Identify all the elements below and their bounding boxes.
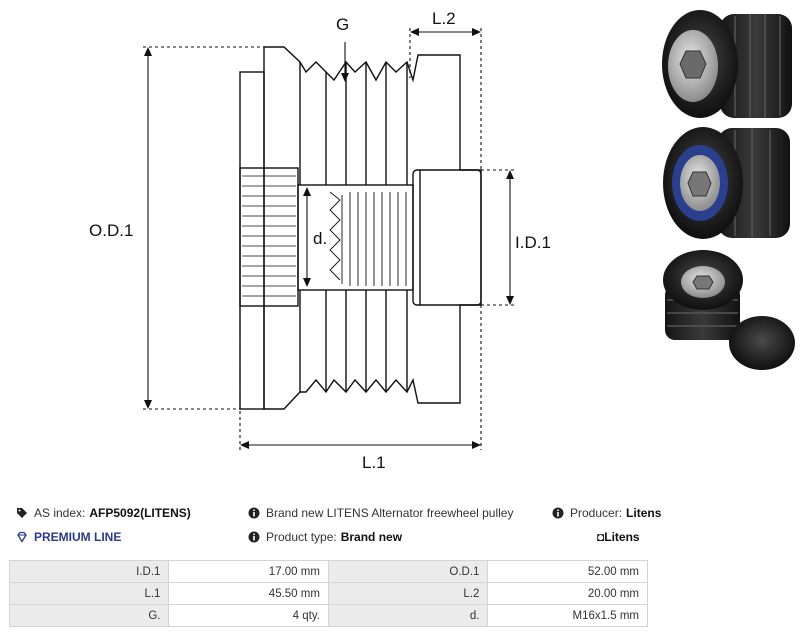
tags-icon <box>17 508 27 518</box>
brand-logo: ◘Litens <box>597 530 640 544</box>
brand-logo-mark-icon: ◘ <box>597 530 605 544</box>
spec-label: I.D.1 <box>8 560 170 583</box>
spec-value: M16x1.5 mm <box>487 604 648 627</box>
product-photo-2 <box>663 127 790 239</box>
label-g: G <box>336 15 349 34</box>
as-index-row: AS index: AFP5092(LITENS) <box>16 506 191 520</box>
premium-row: PREMIUM LINE <box>16 530 121 544</box>
product-type-row: Product type: Brand new <box>248 530 402 544</box>
technical-drawing: G L.2 O.D.1 d. I.D.1 L.1 <box>89 9 795 472</box>
label-id1: I.D.1 <box>515 233 551 252</box>
producer-value: Litens <box>626 506 662 520</box>
table-row: I.D.1 17.00 mm O.D.1 52.00 mm <box>8 560 648 583</box>
dimension-lines <box>143 28 515 450</box>
spec-value: 45.50 mm <box>168 582 329 605</box>
description-text: Brand new LITENS Alternator freewheel pu… <box>266 506 514 520</box>
spec-label: L.2 <box>327 582 489 605</box>
premium-line-label: PREMIUM LINE <box>34 530 122 544</box>
table-row: G. 4 qty. d. M16x1.5 mm <box>8 604 648 627</box>
product-photo-1 <box>662 10 792 118</box>
spec-label: L.1 <box>8 582 170 605</box>
table-row: L.1 45.50 mm L.2 20.00 mm <box>8 582 648 605</box>
info-icon <box>248 507 260 519</box>
dimension-arrows <box>144 28 514 449</box>
label-l1: L.1 <box>362 453 386 472</box>
thread <box>329 191 407 286</box>
info-icon <box>248 531 260 543</box>
spec-label: O.D.1 <box>327 560 489 583</box>
spec-label: G. <box>8 604 170 627</box>
spec-value: 20.00 mm <box>487 582 648 605</box>
dimension-labels: G L.2 O.D.1 d. I.D.1 L.1 <box>89 9 551 472</box>
label-l2: L.2 <box>432 9 456 28</box>
product-type-value: Brand new <box>340 530 403 544</box>
specs-table: I.D.1 17.00 mm O.D.1 52.00 mm L.1 45.50 … <box>8 560 648 627</box>
label-od1: O.D.1 <box>89 221 133 240</box>
info-icon <box>552 507 564 519</box>
spline-hatching <box>242 175 296 297</box>
producer-label: Producer: <box>570 506 623 520</box>
product-photo-3 <box>663 250 795 370</box>
spec-value: 52.00 mm <box>487 560 648 583</box>
product-type-label: Product type: <box>266 530 337 544</box>
label-d: d. <box>313 229 327 248</box>
as-index-label: AS index: <box>34 506 86 520</box>
pulley-cross-section <box>239 46 482 410</box>
diamond-icon <box>17 531 27 543</box>
spec-value: 17.00 mm <box>168 560 329 583</box>
spec-value: 4 qty. <box>168 604 329 627</box>
spec-label: d. <box>327 604 489 627</box>
as-index-value: AFP5092(LITENS) <box>89 506 191 520</box>
description-row: Brand new LITENS Alternator freewheel pu… <box>248 506 513 520</box>
producer-row: Producer: Litens <box>552 506 661 520</box>
